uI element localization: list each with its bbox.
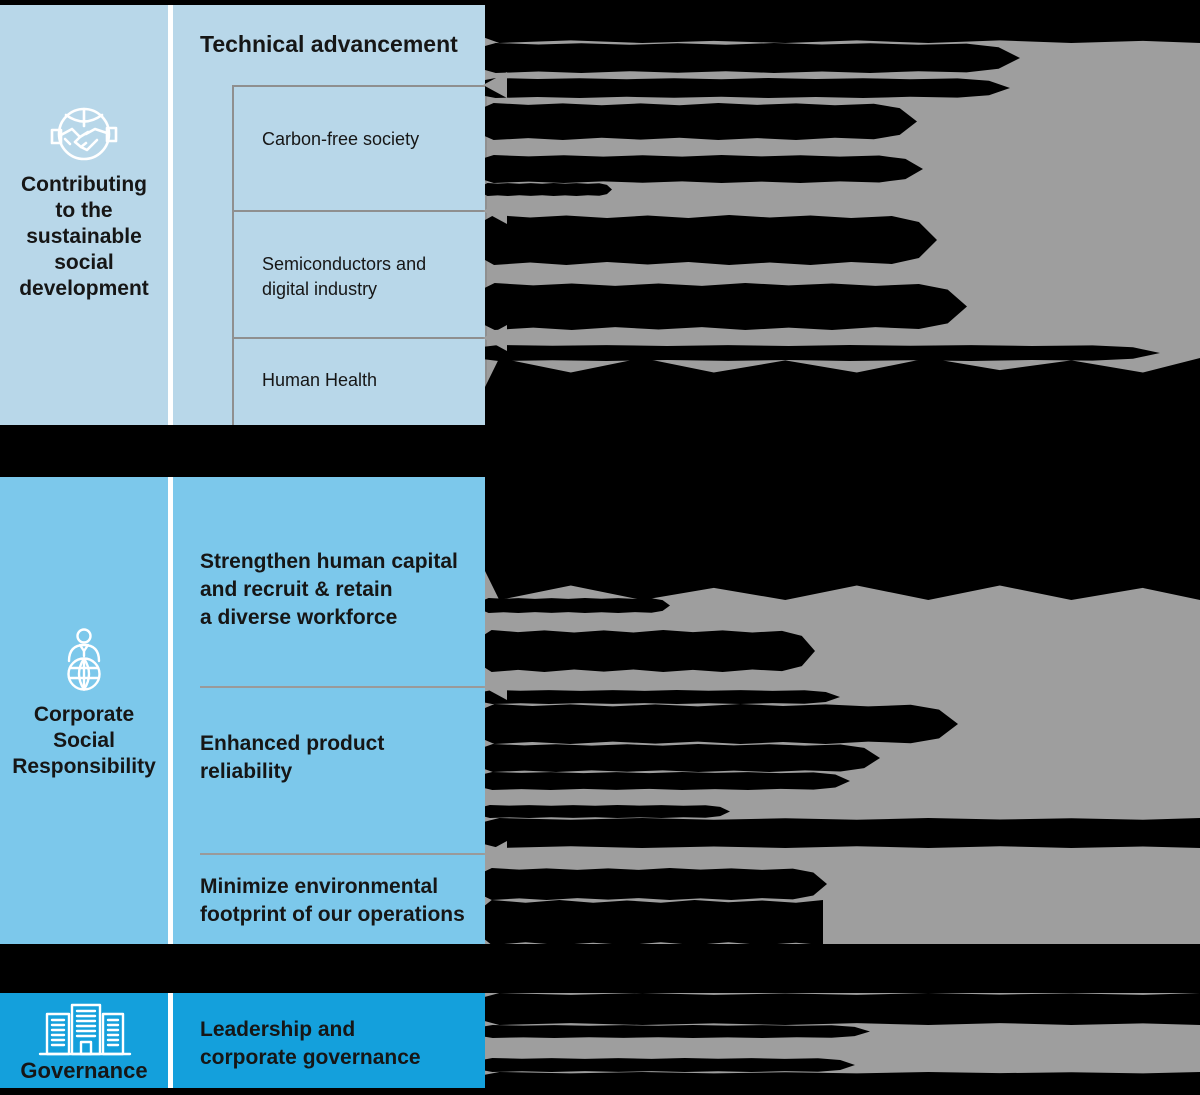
redacted-text-line xyxy=(485,744,880,772)
section2-category-title: Corporate Social Responsibility xyxy=(12,703,156,778)
separator-band-2 xyxy=(0,944,1200,993)
redacted-text-line xyxy=(485,900,823,945)
section2-panel xyxy=(0,477,485,944)
section3-category-title: Governance xyxy=(20,1058,148,1083)
redacted-text-line xyxy=(485,818,1200,848)
heading-product-reliability: Enhanced product reliability xyxy=(200,732,385,783)
redacted-text-line xyxy=(485,598,670,613)
person-globe-icon xyxy=(65,628,103,696)
section1-category-title: Contributing to the sustainable social d… xyxy=(19,173,149,300)
section2-column-separator xyxy=(168,477,173,944)
redacted-text-line xyxy=(485,283,967,330)
section3-panel xyxy=(0,993,485,1088)
redacted-text-line xyxy=(485,772,850,790)
redacted-text-line xyxy=(485,1025,870,1038)
redacted-text-line xyxy=(485,345,1160,361)
redacted-text-line xyxy=(485,215,937,265)
section1-column-separator xyxy=(168,5,173,425)
section1-panel xyxy=(0,5,485,425)
heading-environmental-footprint: Minimize environmental footprint of our … xyxy=(200,875,465,926)
subitem-divider-1 xyxy=(232,210,485,212)
redacted-text-line xyxy=(485,1058,855,1072)
redacted-text-line xyxy=(485,704,958,744)
section3-column-separator xyxy=(168,993,173,1088)
redacted-text-line xyxy=(485,358,1200,600)
handshake-globe-icon xyxy=(50,106,118,166)
csr-divider-2 xyxy=(200,853,485,855)
heading-human-capital: Strengthen human capital and recruit & r… xyxy=(200,550,458,629)
redacted-text-line xyxy=(485,993,1200,1025)
subitem-human-health: Human Health xyxy=(262,370,378,390)
redacted-text-line xyxy=(485,868,827,900)
redacted-text-line xyxy=(485,630,815,672)
csr-divider-1 xyxy=(200,686,485,688)
section1-heading: Technical advancement xyxy=(200,31,458,57)
heading-leadership-governance: Leadership and corporate governance xyxy=(200,1018,421,1069)
redacted-text-line xyxy=(485,0,1200,43)
redacted-text-line xyxy=(485,43,1020,73)
redacted-text-line xyxy=(485,78,1010,98)
redacted-text-line xyxy=(485,1072,1200,1095)
redacted-text-line xyxy=(485,103,917,140)
subitem-divider-2 xyxy=(232,337,485,339)
redacted-text-line xyxy=(485,690,840,704)
buildings-icon xyxy=(35,1002,135,1058)
redacted-text-line xyxy=(485,805,730,818)
redacted-text-line xyxy=(485,183,612,196)
subitem-carbon-free: Carbon-free society xyxy=(262,129,420,149)
subitem-semiconductors: Semiconductors and digital industry xyxy=(262,254,427,299)
redacted-text-area xyxy=(485,0,1200,1095)
redacted-text-line xyxy=(485,155,923,183)
